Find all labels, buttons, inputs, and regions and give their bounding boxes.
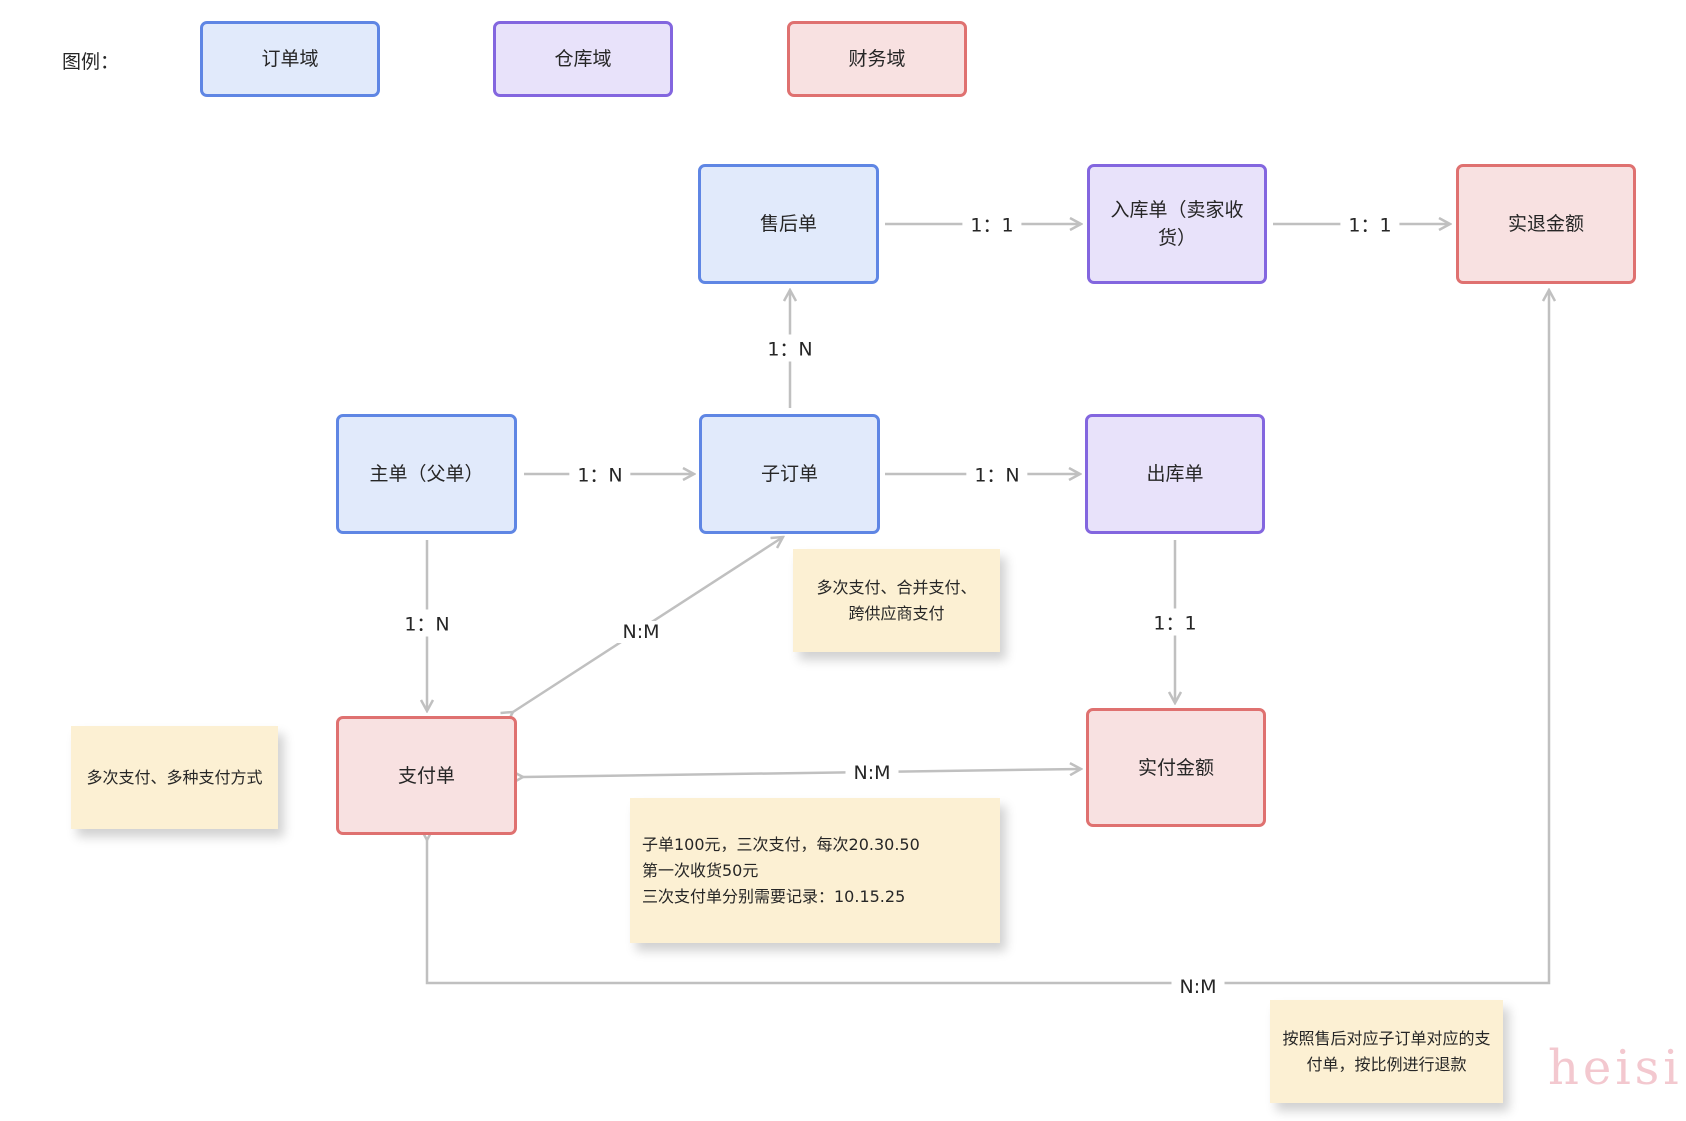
note-example-line-2: 第一次收货50元: [642, 860, 759, 880]
node-after-sale[interactable]: 售后单: [698, 164, 879, 284]
legend-title: 图例：: [62, 51, 120, 73]
watermark: heisi: [1548, 1040, 1683, 1096]
edge-label-after-sale-inbound: 1：1: [962, 210, 1022, 238]
edge-label-payment-sub-order: N:M: [614, 621, 668, 643]
node-payment[interactable]: 支付单: [336, 716, 517, 835]
legend-finance-domain: 财务域: [787, 21, 967, 97]
edge-label-main-sub-order: 1：N: [569, 460, 631, 488]
node-refund-amount[interactable]: 实退金额: [1456, 164, 1636, 284]
edge-label-sub-order-after-sale: 1：N: [759, 334, 821, 362]
node-inbound[interactable]: 入库单（卖家收货）: [1087, 164, 1267, 284]
edge-label-main-payment: 1：N: [396, 609, 458, 637]
note-payment-methods[interactable]: 多次支付、多种支付方式: [71, 726, 278, 829]
edge-label-payment-paid: N:M: [845, 762, 899, 784]
note-payment-methods-text: 多次支付、多种支付方式: [86, 767, 263, 787]
note-sub-order-payment-text: 多次支付、合并支付、跨供应商支付: [816, 577, 977, 623]
note-example[interactable]: 子单100元，三次支付，每次20.30.50 第一次收货50元 三次支付单分别需…: [630, 798, 1000, 943]
note-refund-rule-text: 按照售后对应子订单对应的支付单，按比例进行退款: [1282, 1028, 1491, 1074]
edge-label-sub-order-outbound: 1：N: [966, 460, 1028, 488]
node-outbound[interactable]: 出库单: [1085, 414, 1265, 534]
note-sub-order-payment[interactable]: 多次支付、合并支付、跨供应商支付: [793, 549, 1000, 652]
edge-payment-refund: [427, 290, 1549, 985]
node-main-order[interactable]: 主单（父单）: [336, 414, 517, 534]
note-example-line-1: 子单100元，三次支付，每次20.30.50: [642, 834, 920, 854]
legend-warehouse-domain: 仓库域: [493, 21, 673, 97]
edge-payment-paid: [523, 769, 1081, 777]
node-paid-amount[interactable]: 实付金额: [1086, 708, 1266, 827]
legend-order-domain: 订单域: [200, 21, 380, 97]
node-sub-order[interactable]: 子订单: [699, 414, 880, 534]
note-refund-rule[interactable]: 按照售后对应子订单对应的支付单，按比例进行退款: [1270, 1000, 1503, 1103]
note-example-line-3: 三次支付单分别需要记录：10.15.25: [642, 886, 906, 906]
edge-label-outbound-paid: 1：1: [1145, 608, 1205, 636]
edge-label-inbound-refund: 1：1: [1340, 210, 1400, 238]
edge-label-payment-refund: N:M: [1171, 976, 1225, 998]
